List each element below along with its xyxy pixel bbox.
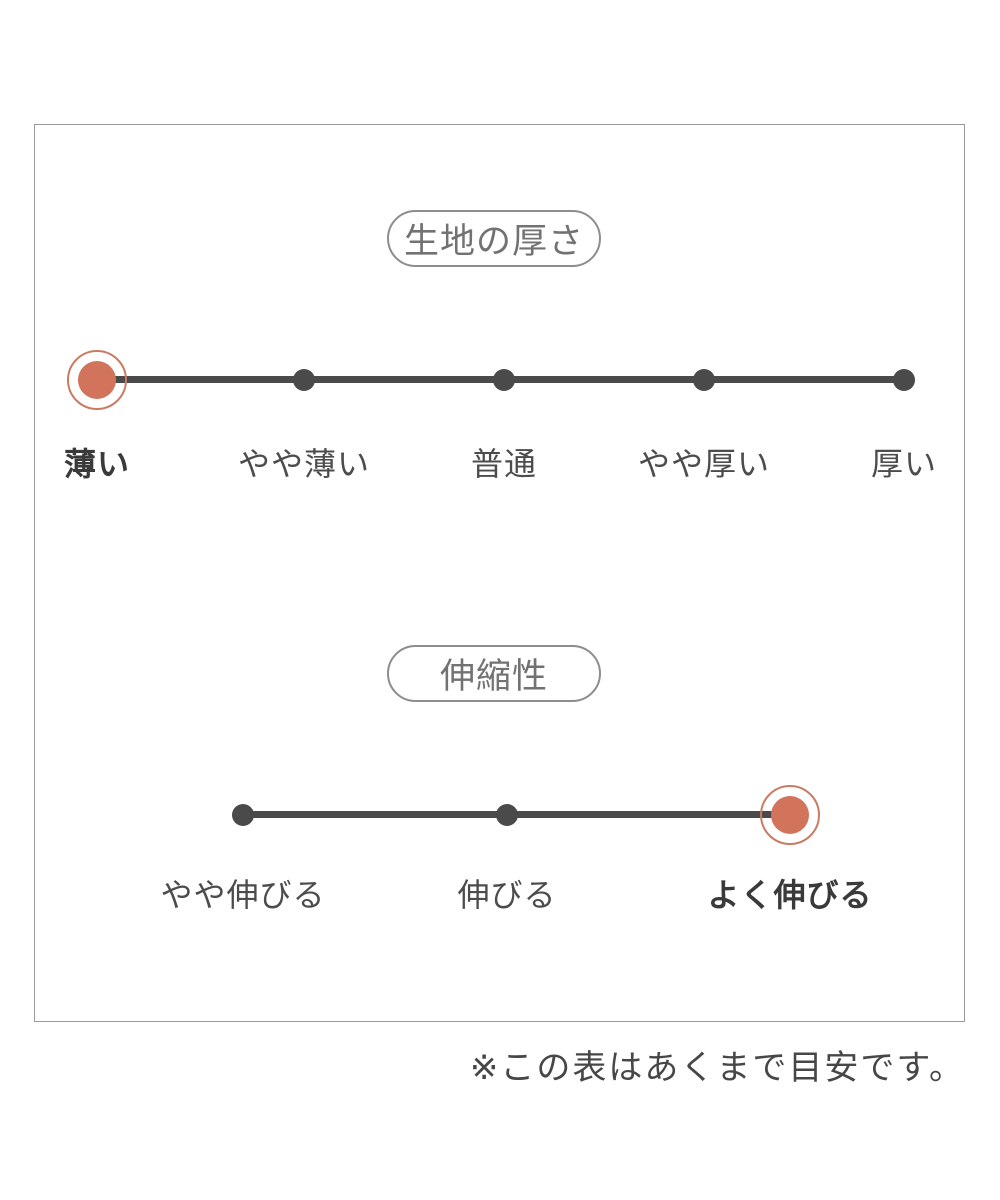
footnote: ※この表はあくまで目安です。 <box>469 1049 965 1087</box>
thickness-dot-thin <box>78 361 116 399</box>
stretch-dot-stretches <box>496 804 518 826</box>
fabric-thickness-title-pill: 生地の厚さ <box>387 210 601 267</box>
thickness-label-thick: 厚い <box>870 446 938 482</box>
stretch-scale: 伸縮性 やや伸びる 伸びる よく伸びる <box>35 125 964 1021</box>
thickness-label-slightly-thin: やや薄い <box>237 446 371 482</box>
stretch-title: 伸縮性 <box>439 657 548 696</box>
stretch-label-some: やや伸びる <box>160 877 326 913</box>
stretch-title-pill: 伸縮性 <box>387 645 601 702</box>
thickness-label-slightly-thick: やや厚い <box>637 446 771 482</box>
stretch-label-stretches: 伸びる <box>457 877 557 913</box>
thickness-dot-slightly-thick <box>693 369 715 391</box>
stretch-dot-some <box>232 804 254 826</box>
thickness-label-normal: 普通 <box>470 446 538 482</box>
fabric-thickness-scale: 生地の厚さ 薄い やや薄い 普通 やや厚い 厚い <box>35 125 964 1021</box>
thickness-dot-slightly-thin <box>293 369 315 391</box>
fabric-thickness-title: 生地の厚さ <box>403 222 584 261</box>
stretch-dot-very <box>771 796 809 834</box>
thickness-dot-thick <box>893 369 915 391</box>
thickness-label-thin: 薄い <box>63 446 131 482</box>
spec-chart-box: 生地の厚さ 薄い やや薄い 普通 やや厚い 厚い 伸縮性 やや伸びる 伸び <box>34 124 965 1022</box>
stretch-label-very: よく伸びる <box>707 877 873 913</box>
thickness-dot-normal <box>493 369 515 391</box>
